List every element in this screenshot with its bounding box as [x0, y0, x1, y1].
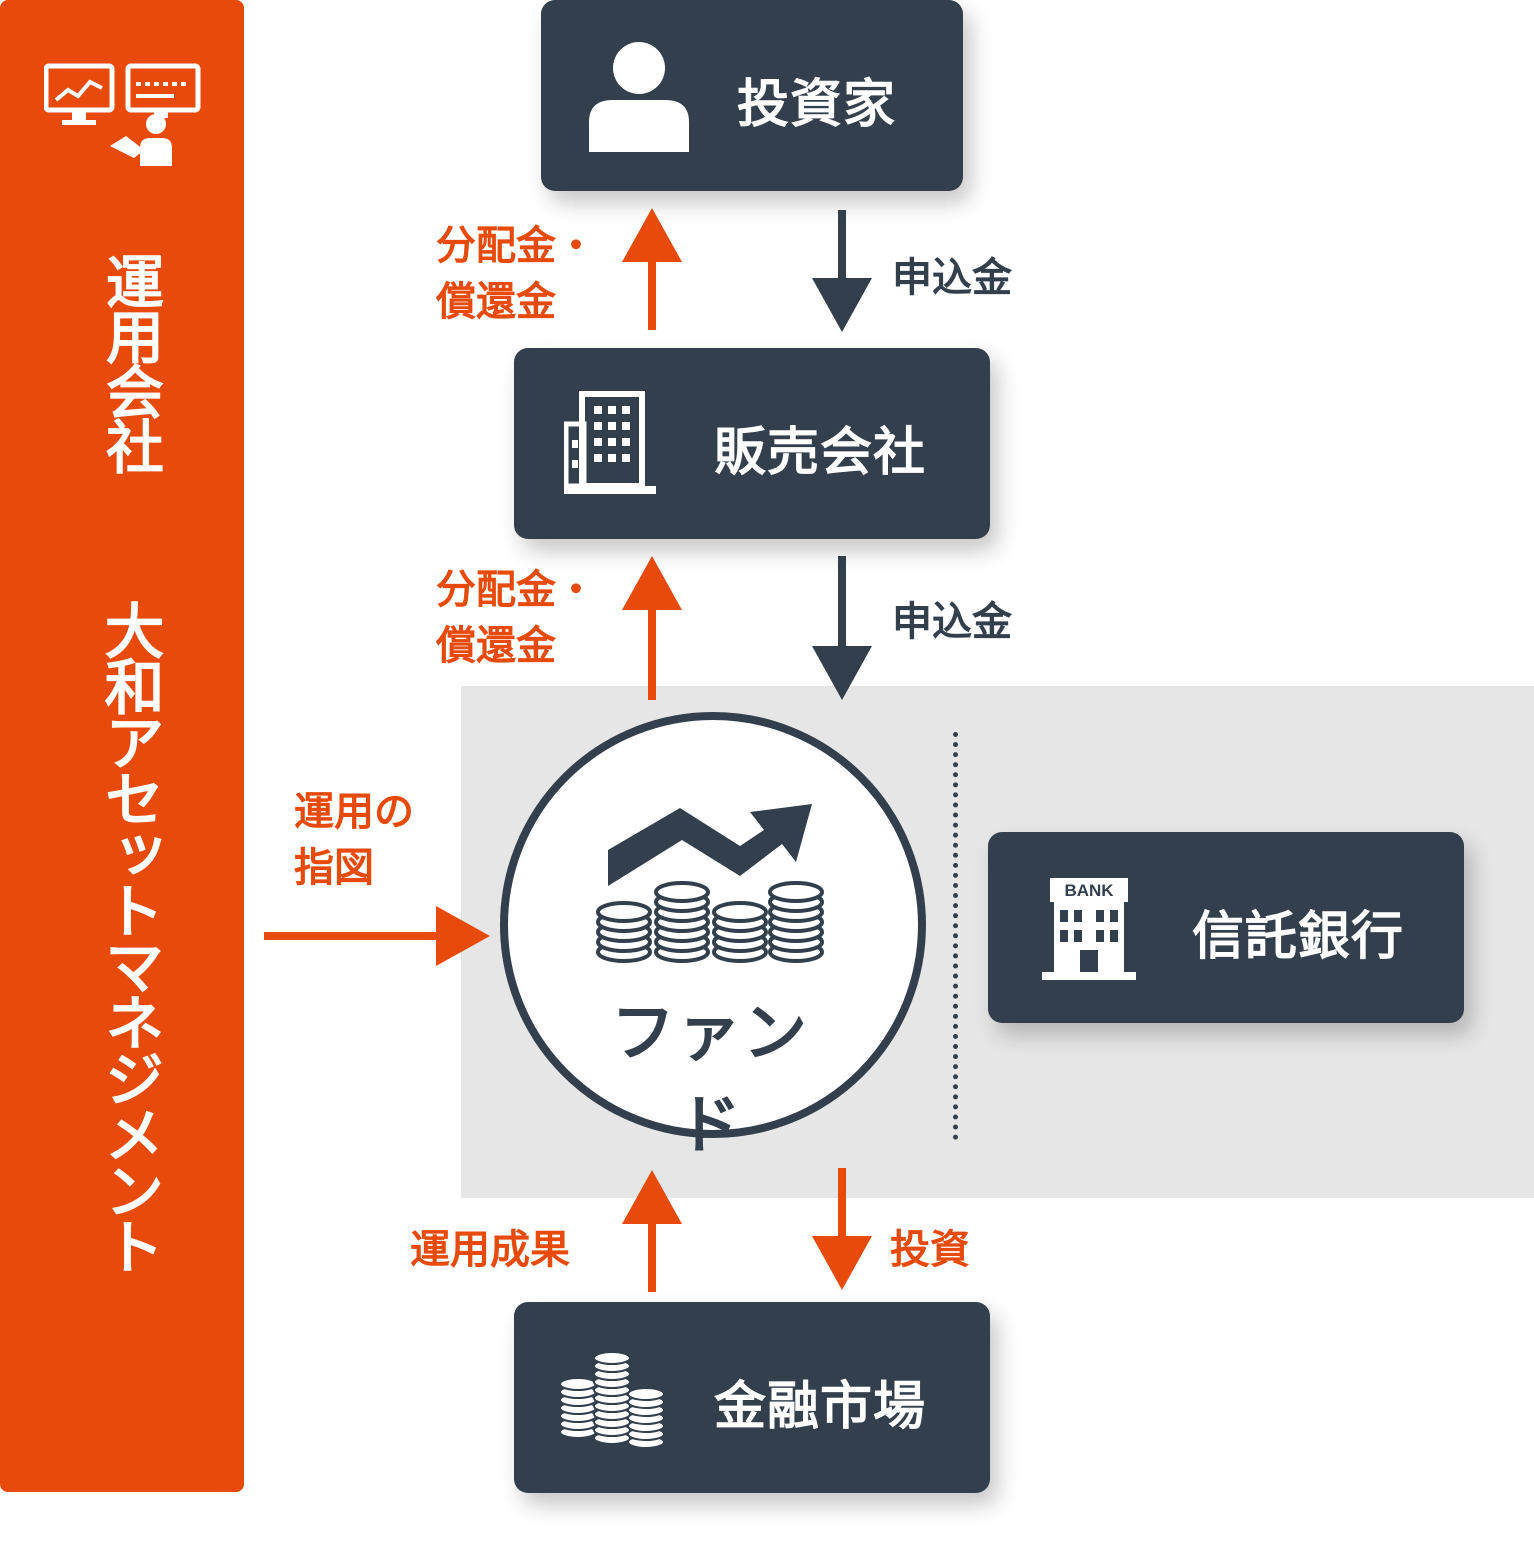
arrow-subscription-to-distributor: [812, 210, 872, 332]
instruction-label: 運用の 指図: [294, 784, 414, 896]
growth-chart-coins-icon: [596, 804, 824, 963]
investor-box: 投資家: [541, 0, 963, 191]
trust-bank-box: BANK 信託銀行: [988, 832, 1464, 1023]
financial-market-label: 金融市場: [714, 1377, 927, 1437]
subscription-label-1: 申込金: [892, 255, 1012, 301]
arrow-results-to-fund: [622, 1170, 682, 1292]
payout-label-1: 分配金・ 償還金: [436, 218, 596, 330]
investor-label: 投資家: [737, 75, 897, 135]
person-icon: [589, 42, 689, 152]
subscription-label-2: 申込金: [892, 599, 1012, 645]
coin-stacks-icon: [559, 1351, 665, 1449]
dotted-separator: [953, 732, 958, 1140]
distributor-box: 販売会社: [514, 348, 990, 539]
arrow-payout-to-distributor: [622, 556, 682, 700]
asset-manager-sidebar: 運用会社 大和アセットマネジメント: [0, 0, 244, 1492]
investment-label: 投資: [890, 1227, 970, 1273]
bank-building-icon: BANK: [1042, 878, 1136, 980]
arrow-subscription-to-fund: [812, 556, 872, 700]
monitor-analyst-icon: [44, 63, 201, 166]
financial-market-box: 金融市場: [514, 1302, 990, 1493]
instruction-label-line2: 指図: [294, 845, 374, 891]
fund-label: ファンド: [611, 997, 809, 1163]
payout-label-2-line1: 分配金・: [436, 567, 596, 613]
bank-sign-text: BANK: [1064, 881, 1114, 900]
trust-bank-label: 信託銀行: [1192, 907, 1405, 967]
payout-label-1-line2: 償還金: [436, 279, 556, 325]
results-label: 運用成果: [410, 1227, 570, 1273]
payout-label-2: 分配金・ 償還金: [436, 562, 596, 674]
asset-manager-role-label: 運用会社: [96, 252, 164, 472]
payout-label-1-line1: 分配金・: [436, 223, 596, 269]
arrow-investment-to-market: [812, 1168, 872, 1290]
payout-label-2-line2: 償還金: [436, 623, 556, 669]
asset-manager-name: 大和アセットマネジメント: [94, 600, 164, 1272]
distributor-label: 販売会社: [714, 423, 927, 483]
office-building-icon: [564, 391, 656, 494]
arrow-payout-to-investor: [622, 208, 682, 330]
arrow-instruction-to-fund: [264, 906, 490, 966]
instruction-label-line1: 運用の: [294, 789, 414, 835]
